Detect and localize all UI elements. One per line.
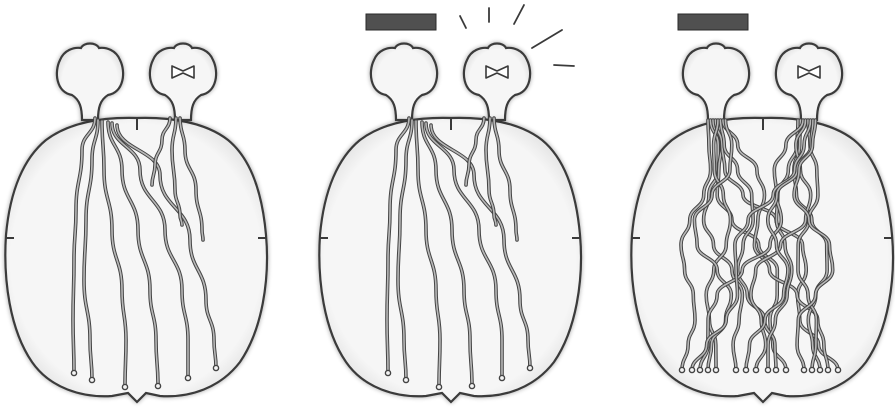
fiber-terminal [185, 375, 190, 380]
fiber-terminal [817, 367, 822, 372]
eye-icon [371, 44, 437, 121]
light-ray [460, 16, 466, 28]
eye-icon-right [776, 44, 842, 121]
fiber-terminal [825, 367, 830, 372]
eye-patch-bar [678, 14, 748, 30]
eye-icon [683, 44, 749, 121]
fiber-terminal [713, 367, 718, 372]
fiber-terminal [679, 367, 684, 372]
eye-icon [776, 44, 842, 121]
eye-icon [150, 44, 216, 121]
panel-normal [5, 44, 267, 403]
fiber-terminal [71, 370, 76, 375]
fiber-terminal [697, 367, 702, 372]
fiber-terminal [155, 383, 160, 388]
fiber-terminal [773, 367, 778, 372]
panel-binocular-occlusion [631, 14, 893, 402]
light-ray [514, 5, 524, 24]
fiber-terminal [765, 367, 770, 372]
eye-icon-left [683, 44, 749, 121]
light-ray [554, 65, 574, 66]
fiber-terminal [835, 367, 840, 372]
fiber-terminal [527, 365, 532, 370]
eye-icon [464, 44, 530, 121]
eye-icon-left [371, 44, 437, 121]
fiber-terminal [213, 365, 218, 370]
fiber-terminal [733, 367, 738, 372]
panel-monocular-deprivation [319, 5, 581, 402]
fiber-terminal [809, 367, 814, 372]
fiber-terminal [89, 377, 94, 382]
eye-icon-right [464, 44, 530, 121]
fiber-terminal [743, 367, 748, 372]
fiber-terminal [801, 367, 806, 372]
fiber-terminal [469, 383, 474, 388]
eye-patch-bar [366, 14, 436, 30]
fiber-terminal [436, 384, 441, 389]
fiber-terminal [705, 367, 710, 372]
eye-icon-right [150, 44, 216, 121]
fiber-terminal [753, 367, 758, 372]
fiber-terminal [385, 370, 390, 375]
light-ray [532, 30, 562, 48]
eye-icon-left [57, 44, 123, 121]
fiber-terminal [689, 367, 694, 372]
fiber-terminal [499, 375, 504, 380]
eye-icon [57, 44, 123, 121]
fiber-terminal [403, 377, 408, 382]
fiber-terminal [783, 367, 788, 372]
fiber-terminal [122, 384, 127, 389]
